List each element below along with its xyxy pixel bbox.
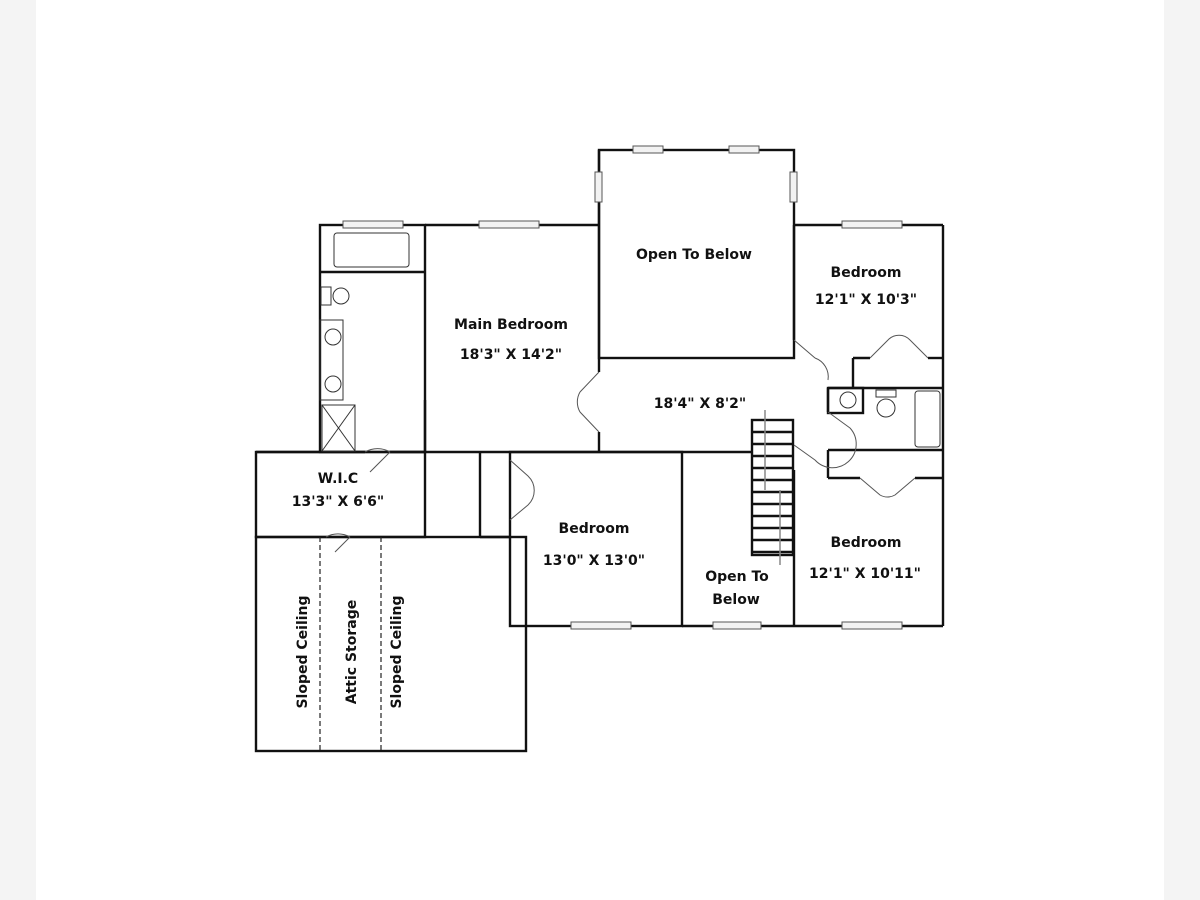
window [342, 220, 404, 229]
shower-icon [321, 404, 356, 452]
bedroom-se-name: Bedroom [831, 535, 902, 551]
attic-walls [254, 535, 528, 753]
toilet-icon [876, 398, 896, 418]
room-labels: Open To Below Bedroom 12'1" X 10'3" Main… [292, 247, 921, 709]
toilet-tank-icon [320, 286, 332, 306]
window [789, 171, 798, 203]
doors [325, 334, 929, 553]
windows [342, 145, 903, 630]
vanity-counter [319, 319, 344, 401]
sloped-ceiling-right-label: Sloped Ceiling [389, 595, 405, 708]
sink-icon [839, 391, 857, 409]
double-door-swing [576, 371, 600, 433]
window [841, 220, 903, 229]
door-swing [793, 339, 829, 381]
toilet-tank-icon [875, 389, 897, 398]
fixtures [319, 232, 941, 452]
sink-icon [324, 328, 342, 346]
window [728, 145, 760, 154]
toilet-icon [332, 287, 350, 305]
main-bedroom-name: Main Bedroom [454, 317, 568, 333]
wic-name: W.I.C [318, 471, 358, 487]
bedroom-center-name: Bedroom [559, 521, 630, 537]
window [594, 171, 603, 203]
stairs [750, 410, 795, 565]
open-to-below-label: Open To Below [636, 247, 752, 263]
open-to-below-small-line2: Below [712, 592, 760, 608]
shower-drain-line [321, 404, 356, 452]
door-swing [364, 448, 391, 473]
closet-door-swing [859, 477, 916, 498]
wic-size: 13'3" X 6'6" [292, 494, 384, 510]
closet-door-swing [509, 459, 535, 521]
door-swing [793, 411, 857, 469]
stair-treads [752, 430, 793, 554]
bedroom-se-size: 12'1" X 10'11" [809, 566, 921, 582]
window [841, 621, 903, 630]
bedroom-center-walls [508, 450, 684, 628]
window [632, 145, 664, 154]
bathtub-icon [333, 232, 410, 268]
stair-outline [750, 418, 795, 557]
window [478, 220, 540, 229]
bedroom-ne-name: Bedroom [831, 265, 902, 281]
sink-icon [324, 375, 342, 393]
hall-size: 18'4" X 8'2" [654, 396, 746, 412]
bathtub-icon [914, 390, 941, 448]
vanity-wall [826, 386, 865, 415]
attic-dividers [319, 537, 382, 751]
open-to-below-small-line1: Open To [705, 569, 769, 585]
bedroom-ne-size: 12'1" X 10'3" [815, 292, 917, 308]
closet-door-swing [869, 334, 929, 359]
door-swing [325, 533, 351, 553]
bedroom-center-size: 13'0" X 13'0" [543, 553, 645, 569]
attic-storage-label: Attic Storage [344, 600, 360, 704]
sloped-ceiling-left-label: Sloped Ceiling [295, 595, 311, 708]
window [712, 621, 762, 630]
window [570, 621, 632, 630]
main-bedroom-size: 18'3" X 14'2" [460, 347, 562, 363]
